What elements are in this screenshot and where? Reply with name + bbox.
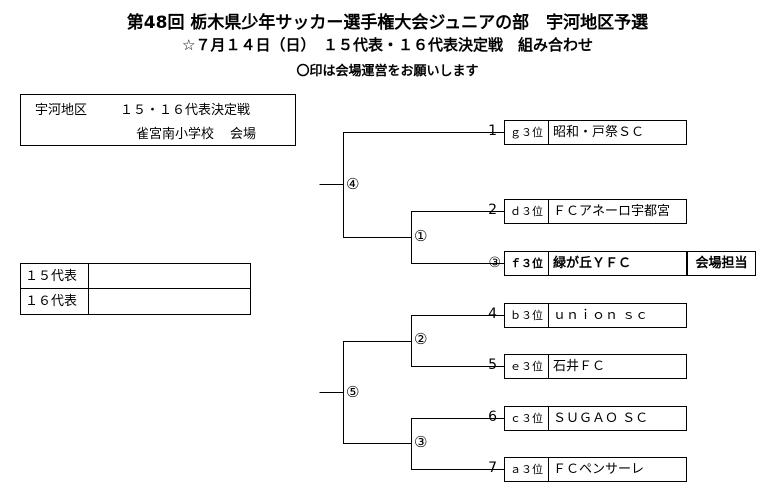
representative-row: １５代表 <box>21 264 250 289</box>
team-seed: 2 <box>488 202 497 218</box>
venue-school: 雀宮南小学校 <box>136 127 215 142</box>
representative-label: １６代表 <box>21 289 89 314</box>
team-seed: 5 <box>488 357 497 373</box>
team-name: 昭和・戸祭ＳＣ <box>553 125 645 140</box>
team-name: ｕｎｉｏｎ ｓｃ <box>553 308 649 323</box>
team-seed: ③ <box>488 255 501 271</box>
team-name: ＦＣアネーロ宇都宮 <box>553 204 671 219</box>
team-slot: ｄ３位 ＦＣアネーロ宇都宮 <box>504 199 687 224</box>
team-seed: 1 <box>488 123 497 139</box>
team-place: ｅ３位 <box>505 355 549 378</box>
team-seed: 4 <box>488 306 497 322</box>
team-place: ｇ３位 <box>505 121 549 144</box>
team-name: 緑が丘ＹＦＣ <box>553 256 632 271</box>
venue-box: 宇河地区 １５・１６代表決定戦 雀宮南小学校 会場 <box>20 94 296 146</box>
representative-label: １５代表 <box>21 264 89 289</box>
team-place: ｆ３位 <box>505 252 549 275</box>
bracket-line-match-1 <box>411 211 505 264</box>
bracket-line-top-outer <box>343 132 505 238</box>
team-name: ＳＵＧＡＯ ＳＣ <box>553 411 649 426</box>
venue-label: 会場 <box>230 127 257 142</box>
team-slot: ｇ３位 昭和・戸祭ＳＣ <box>504 120 687 145</box>
representatives-table: １５代表 １６代表 <box>20 263 251 315</box>
team-place: ｃ３位 <box>505 407 549 430</box>
match-number: ⑤ <box>346 383 360 401</box>
team-name: ＦＣペンサーレ <box>553 462 645 477</box>
match-number: ① <box>414 227 428 245</box>
match-number: ③ <box>414 433 428 451</box>
representative-row: １６代表 <box>21 289 250 314</box>
page-subtitle: ☆７月１４日（日） １５代表・１６代表決定戦 組み合わせ <box>182 36 593 54</box>
match-number: ② <box>414 330 428 348</box>
team-slot: ｂ３位 ｕｎｉｏｎ ｓｃ <box>504 303 687 328</box>
host-note: 〇印は会場運営をお願いします <box>296 64 479 79</box>
team-seed: 7 <box>488 460 497 476</box>
match-number: ④ <box>346 175 360 193</box>
team-name: 石井ＦＣ <box>553 359 606 374</box>
host-badge: 会場担当 <box>687 251 756 276</box>
team-slot: ｃ３位 ＳＵＧＡＯ ＳＣ <box>504 406 687 431</box>
venue-round: １５・１６代表決定戦 <box>120 103 251 118</box>
team-slot: ｅ３位 石井ＦＣ <box>504 354 687 379</box>
page-title: 第48回 栃木県少年サッカー選手権大会ジュニアの部 宇河地区予選 <box>126 13 649 33</box>
team-place: ａ３位 <box>505 458 549 481</box>
team-place: ｄ３位 <box>505 200 549 223</box>
venue-district: 宇河地区 <box>35 103 88 118</box>
team-seed: 6 <box>488 409 497 425</box>
team-slot: ｆ３位 緑が丘ＹＦＣ <box>504 251 687 276</box>
team-place: ｂ３位 <box>505 304 549 327</box>
team-slot: ａ３位 ＦＣペンサーレ <box>504 457 687 482</box>
